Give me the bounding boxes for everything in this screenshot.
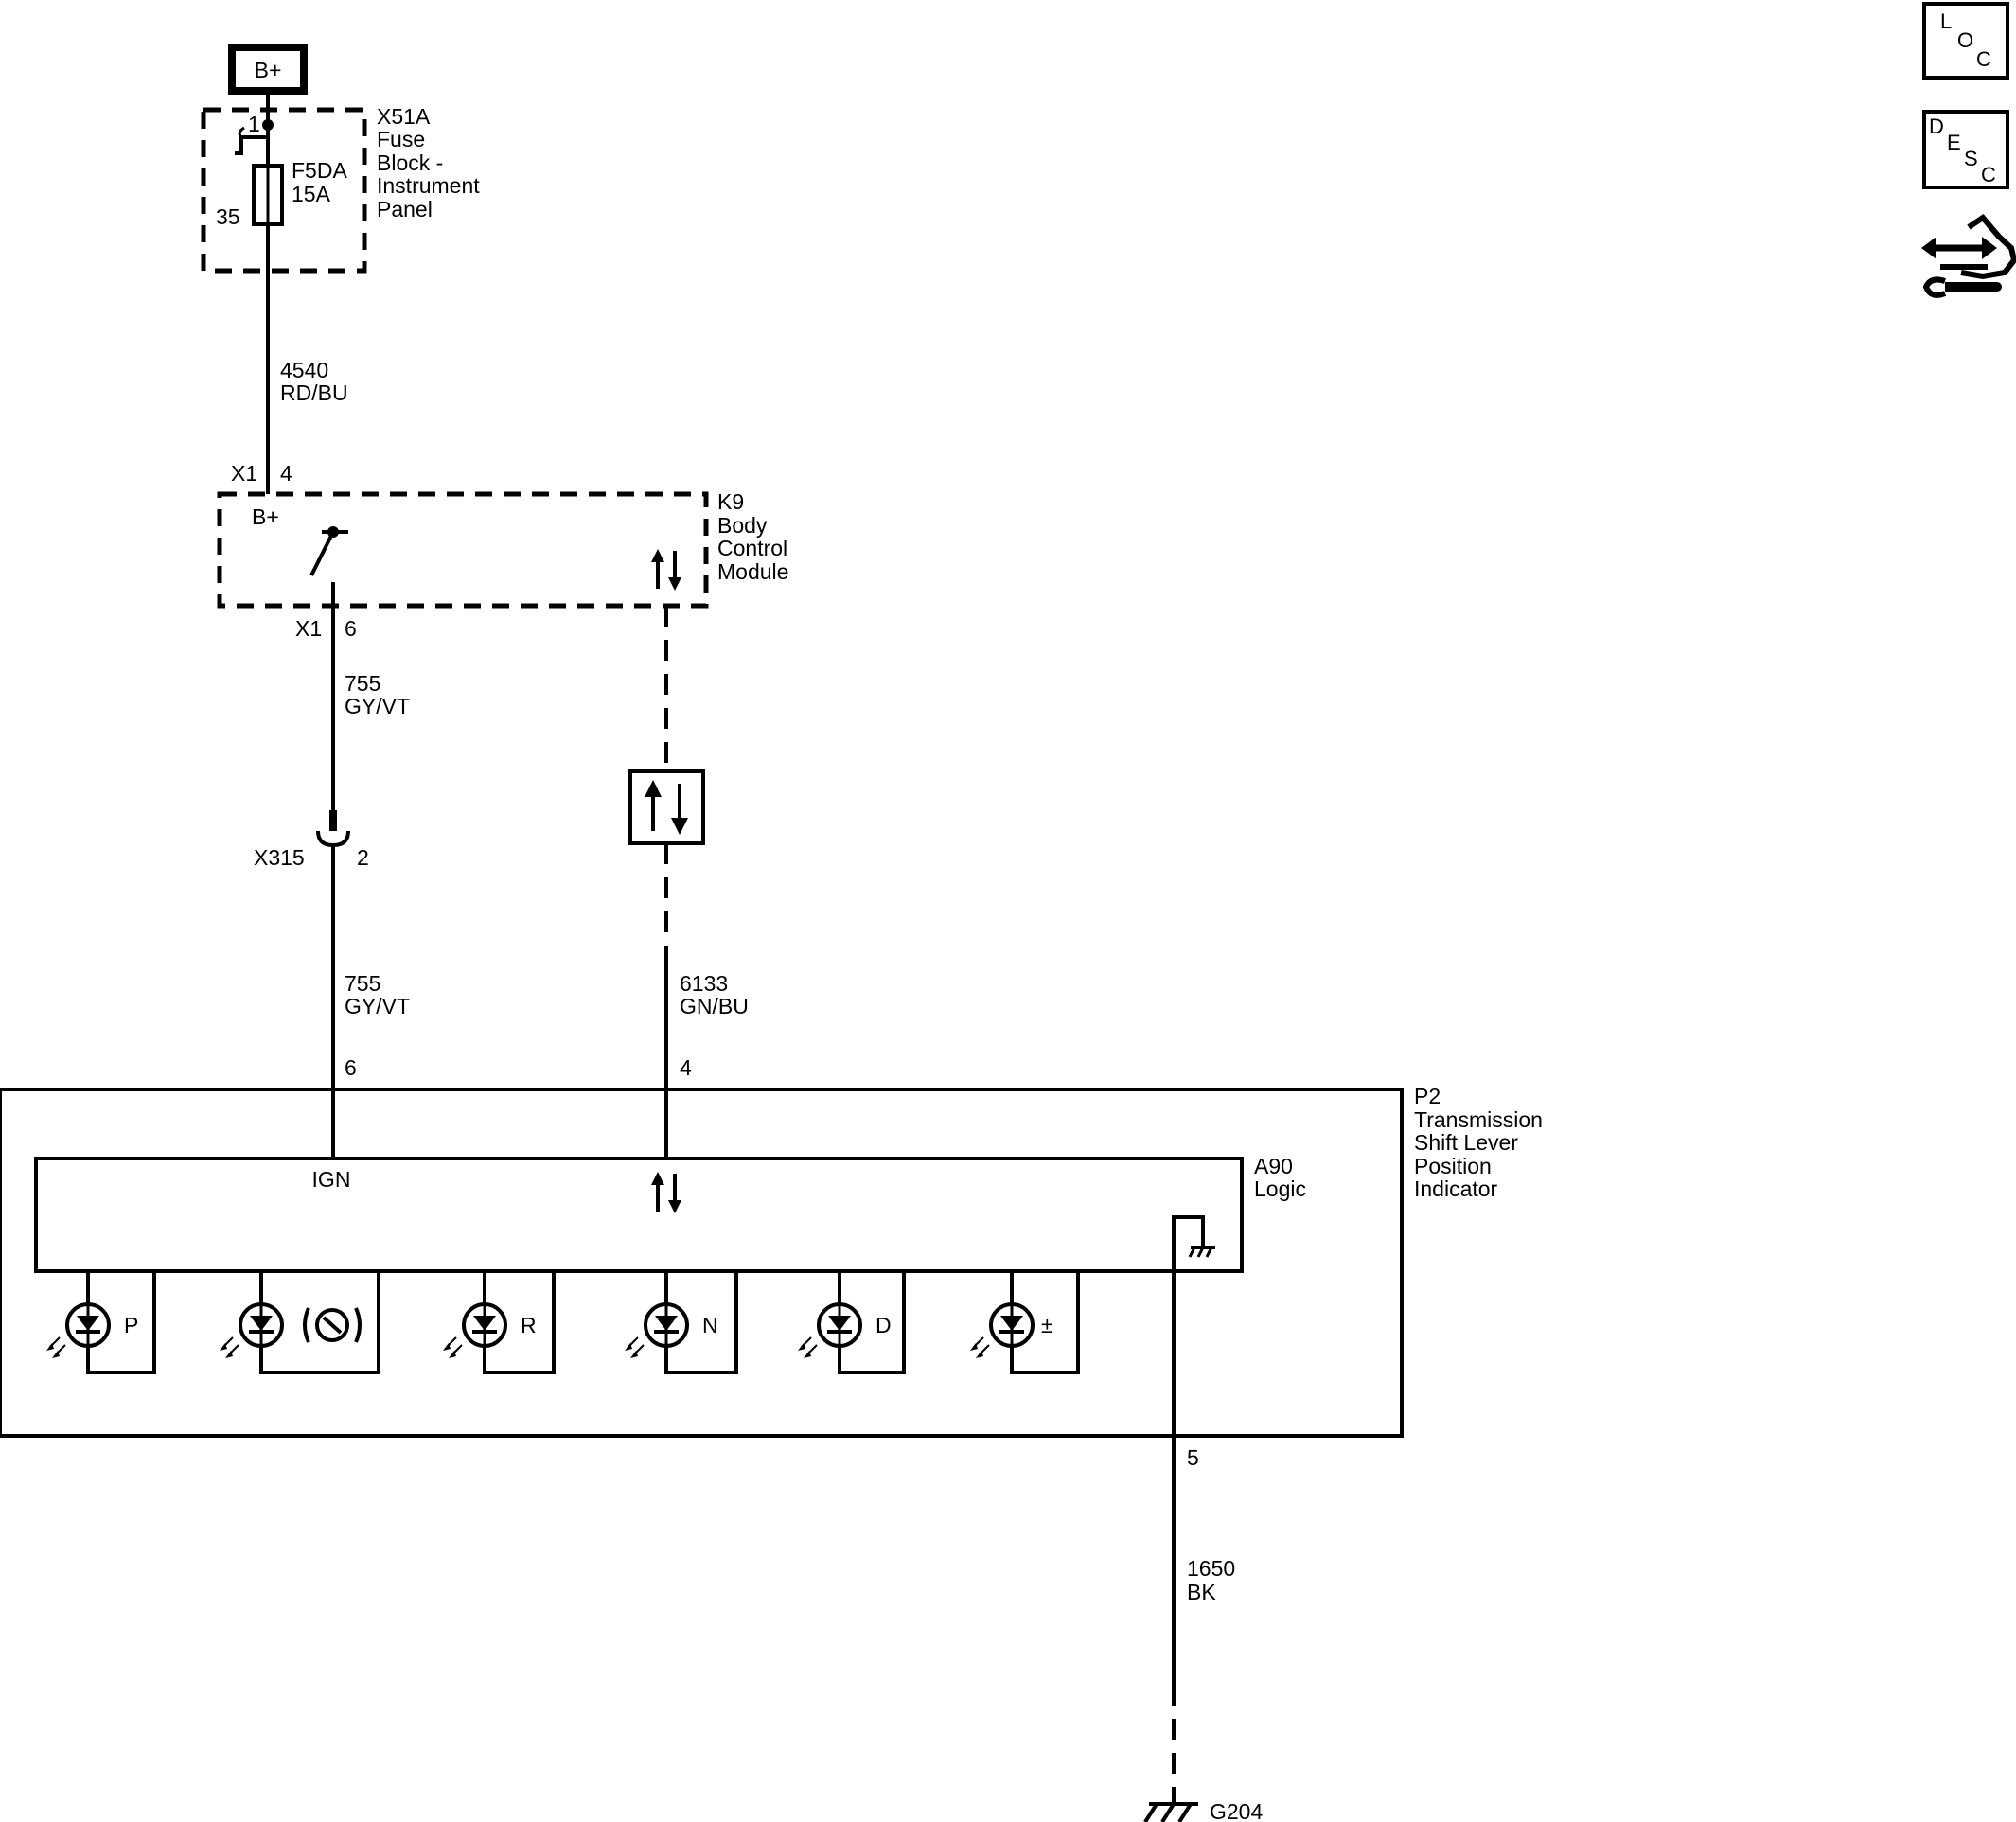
bcm-internal-label: B+ <box>252 504 279 529</box>
wire-755-lower-color: GY/VT <box>345 994 410 1018</box>
fuse-block-id: X51A <box>377 104 431 129</box>
bcm-k9: K9 Body Control Module <box>217 489 788 609</box>
fuse-pin-in: 1 <box>248 112 260 136</box>
inline-connector-id: X315 <box>254 845 305 870</box>
description-view-button[interactable]: D E S C <box>1922 110 2009 189</box>
led-indicator-4: D <box>798 1271 906 1374</box>
wire-755-lower-circuit: 755 <box>345 971 380 996</box>
shift-lever-position-indicator-p2: P2 Transmission Shift Lever Position Ind… <box>0 1084 1543 1438</box>
fuse-f5da <box>252 164 284 226</box>
bcm-switch-icon <box>309 526 348 606</box>
fuse-block-name-line-2: Block - <box>377 150 443 175</box>
fuse-block-x51a: X51A Fuse Block - Instrument Panel <box>201 104 480 274</box>
logic-id: A90 <box>1254 1154 1293 1178</box>
logic-serial-data-icon <box>651 1172 681 1213</box>
bcm-name-line-2: Control <box>717 536 787 560</box>
bcm-connector-top: X1 <box>231 461 257 486</box>
wire-4540-circuit: 4540 <box>280 358 328 382</box>
brake-warning-icon <box>303 1307 362 1343</box>
wire-4540-color: RD/BU <box>280 380 348 405</box>
desc-letter-2: E <box>1947 131 1961 154</box>
bcm-pin-top: 4 <box>280 461 292 486</box>
led-indicator-2: R <box>443 1271 556 1374</box>
ground-id: G204 <box>1210 1799 1263 1822</box>
battery-power-source: B+ <box>228 44 308 95</box>
led-indicator-row: P R N D ± <box>46 1271 1080 1374</box>
wire-6133-pin: 4 <box>680 1055 692 1080</box>
wire-1650-circuit: 1650 <box>1187 1556 1235 1581</box>
fuse-block-name-line-4: Panel <box>377 197 433 221</box>
fuse-name: F5DA <box>292 158 347 183</box>
wire-6133-color: GN/BU <box>680 994 749 1018</box>
desc-letter-4: C <box>1981 163 1996 186</box>
indicator-id: P2 <box>1414 1084 1441 1108</box>
indicator-name-line-2: Shift Lever <box>1414 1130 1518 1155</box>
led-indicator-5: ± <box>970 1271 1080 1374</box>
indicator-name-line-4: Indicator <box>1414 1176 1498 1201</box>
desc-letter-3: S <box>1964 147 1978 170</box>
power-label: B+ <box>255 58 282 82</box>
loc-letter-1: L <box>1940 9 1952 33</box>
led-r-label: R <box>521 1313 537 1337</box>
connector-repair-icon[interactable] <box>1921 214 2016 298</box>
ground-pin: 5 <box>1187 1445 1199 1470</box>
chassis-ground-icon <box>1143 1802 1198 1822</box>
serial-data-box-icon <box>628 769 705 845</box>
led-n-label: N <box>702 1313 718 1337</box>
wire-755-upper-color: GY/VT <box>345 694 410 718</box>
led-d-label: D <box>875 1313 892 1337</box>
fuse-rating: 15A <box>292 182 331 206</box>
logic-ign-label: IGN <box>312 1167 351 1192</box>
plus-minus-label: ± <box>1041 1313 1053 1337</box>
fuse-block-name-line-3: Instrument <box>377 173 480 198</box>
logic-module-a90: A90 Logic <box>34 1154 1306 1273</box>
led-indicator-3: N <box>625 1271 738 1374</box>
bcm-connector-bottom: X1 <box>295 616 322 641</box>
fuse-pin-out: 35 <box>216 204 240 229</box>
bcm-serial-data-icon <box>651 549 681 591</box>
wire-755-lower-pin: 6 <box>345 1055 357 1080</box>
loc-letter-2: O <box>1957 28 1973 52</box>
bcm-name-line-1: Body <box>717 513 768 538</box>
wire-6133-circuit: 6133 <box>680 971 728 996</box>
wire-1650-color: BK <box>1187 1580 1216 1604</box>
bcm-name-line-3: Module <box>717 559 788 584</box>
logic-name: Logic <box>1254 1176 1306 1201</box>
indicator-name-line-3: Position <box>1414 1154 1492 1178</box>
bcm-pin-bottom: 6 <box>345 616 357 641</box>
led-indicator-0: P <box>46 1271 156 1374</box>
led-p-label: P <box>124 1313 138 1337</box>
fuse-block-name-line-1: Fuse <box>377 127 425 151</box>
bcm-id: K9 <box>717 489 744 514</box>
inline-connector-x315 <box>316 810 350 848</box>
wire-755-upper-circuit: 755 <box>345 671 380 696</box>
indicator-name-line-1: Transmission <box>1414 1107 1543 1132</box>
location-view-button[interactable]: L O C <box>1922 2 2009 80</box>
led-indicator-1 <box>220 1271 380 1374</box>
desc-letter-1: D <box>1929 115 1944 138</box>
inline-connector-pin: 2 <box>357 845 369 870</box>
fuse-block-terminal-icon <box>235 112 274 166</box>
loc-letter-3: C <box>1976 47 1991 71</box>
logic-ground-icon <box>1172 1215 1215 1271</box>
